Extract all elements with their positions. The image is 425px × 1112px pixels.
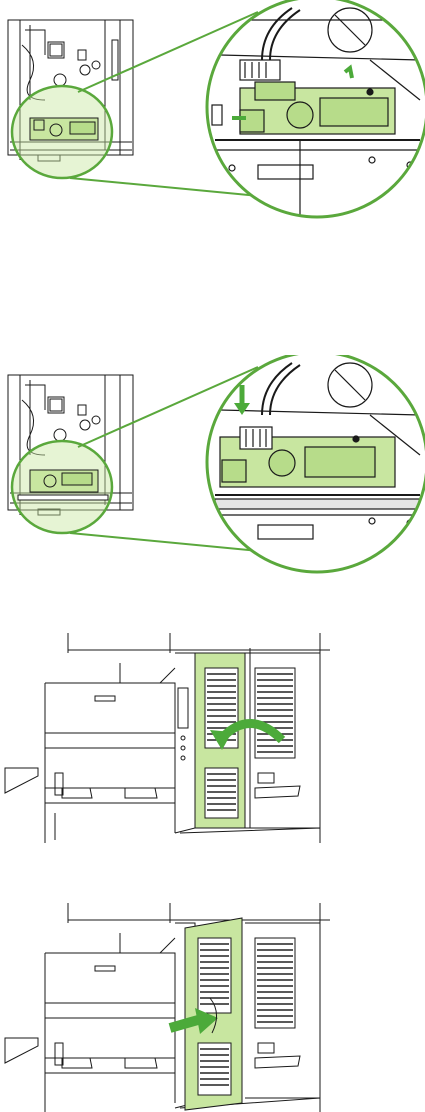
fax-card-small bbox=[30, 118, 98, 140]
illustration-fax-card-removal bbox=[0, 0, 425, 225]
figure-side-panel-open bbox=[0, 628, 425, 843]
fax-card-large bbox=[240, 82, 395, 134]
illustration-side-panel-open bbox=[0, 628, 425, 843]
illustration-fax-card-install bbox=[0, 355, 425, 575]
figure-side-panel-close bbox=[0, 898, 425, 1112]
fax-card-small bbox=[18, 470, 108, 500]
figure-fax-card-removal bbox=[0, 0, 425, 225]
figure-fax-card-install bbox=[0, 355, 425, 575]
illustration-side-panel-close bbox=[0, 898, 425, 1112]
